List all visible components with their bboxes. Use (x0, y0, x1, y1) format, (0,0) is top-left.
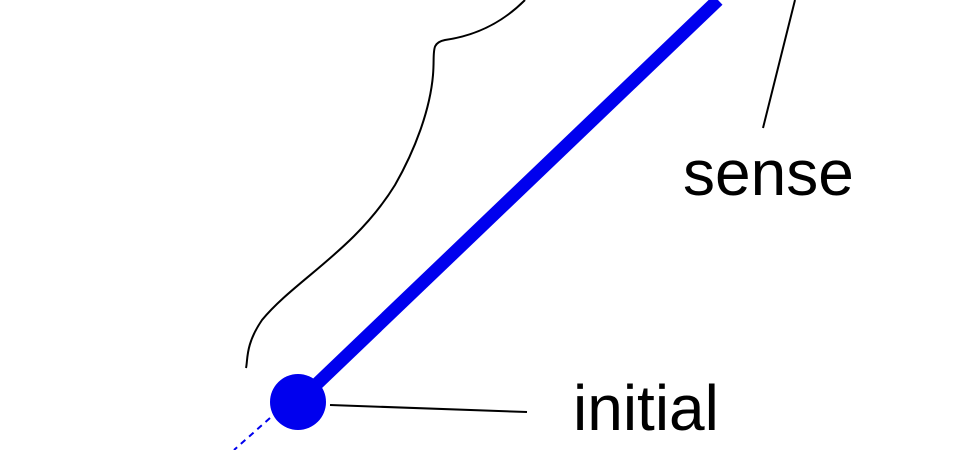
initial-leader-line (329, 404, 528, 413)
initial-point-dot (270, 374, 326, 430)
sense-leader-line (762, 0, 796, 129)
initial-label: initial (573, 372, 719, 444)
sense-label: sense (683, 137, 854, 209)
vector-line (293, 0, 723, 407)
line-of-action-dashed (233, 417, 271, 450)
magnitude-brace (245, 0, 526, 369)
